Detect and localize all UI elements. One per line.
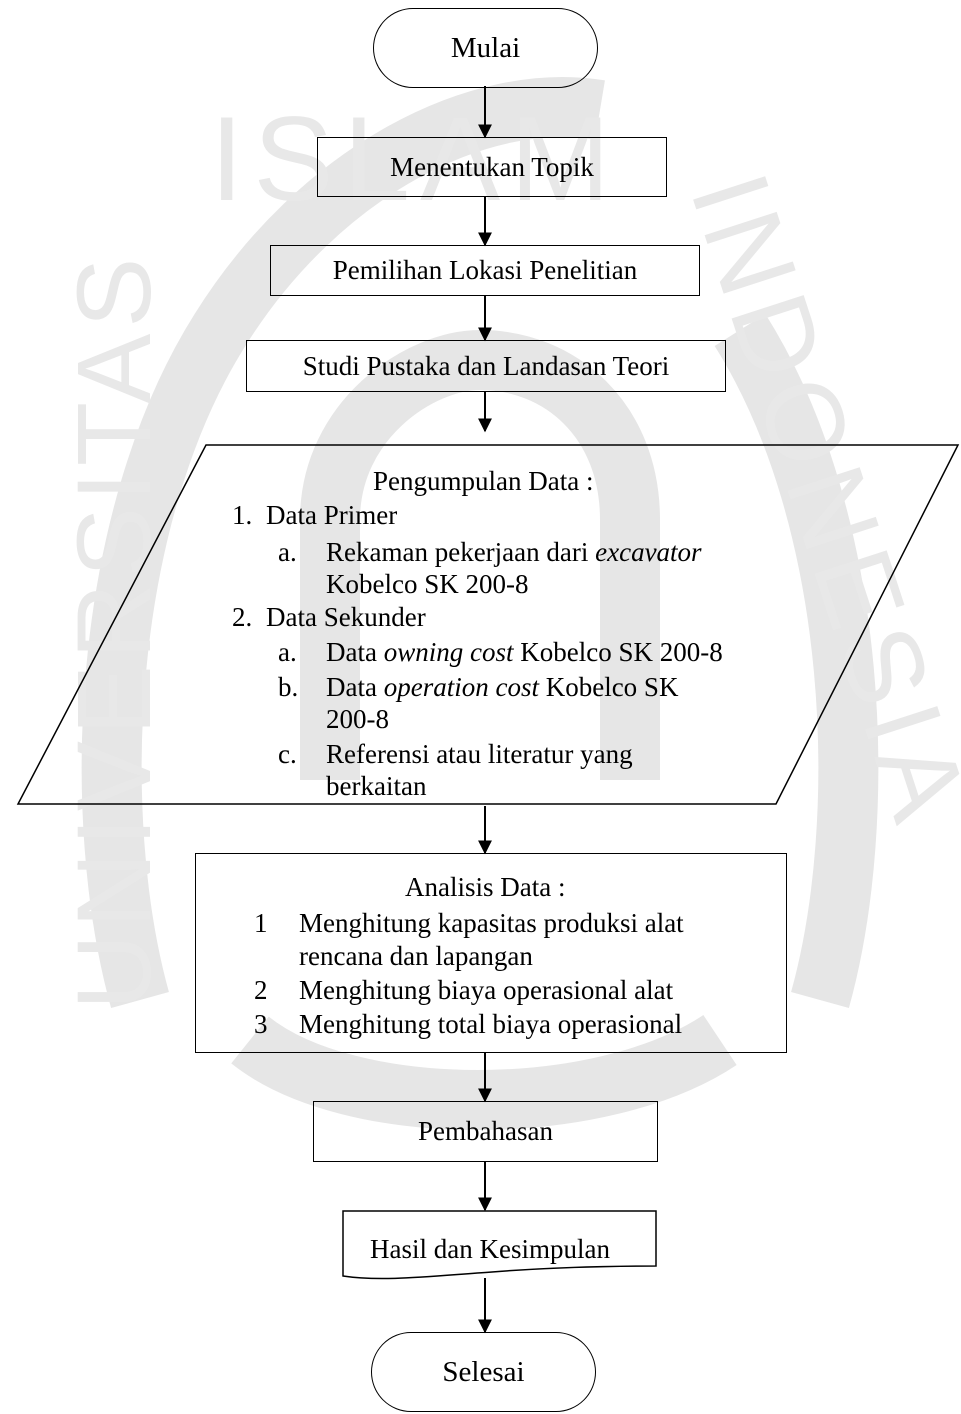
item-text: Data bbox=[326, 637, 384, 667]
primary-item-letter: a. bbox=[278, 537, 297, 567]
end-label: Selesai bbox=[442, 1355, 525, 1388]
process-determine-topic: Menentukan Topik bbox=[317, 137, 667, 197]
item-emphasis: owning cost bbox=[383, 637, 514, 667]
data-collection-title: Pengumpulan Data : bbox=[373, 466, 594, 496]
analysis-item-2-number: 2 bbox=[254, 975, 268, 1005]
analysis-item-1-number: 1 bbox=[254, 908, 268, 938]
primary-item-line1: Rekaman pekerjaan dari excavator bbox=[326, 539, 702, 566]
document-shape bbox=[342, 1210, 657, 1280]
secondary-item-b: Data operation cost Kobelco SK bbox=[326, 674, 678, 701]
result-label: Hasil dan Kesimpulan bbox=[370, 1234, 610, 1264]
analysis-item-2-line1: Menghitung biaya operasional alat bbox=[299, 975, 674, 1005]
io-data-collection: Pengumpulan Data : 1. Data Primer a. Rek… bbox=[0, 444, 961, 806]
primary-label: Data Primer bbox=[266, 500, 398, 530]
item-text: Kobelco SK bbox=[538, 672, 679, 702]
item-emphasis: operation cost bbox=[383, 672, 539, 702]
end-terminal: Selesai bbox=[371, 1332, 596, 1412]
secondary-item-c-line2: berkaitan bbox=[326, 771, 427, 801]
secondary-item-c-letter: c. bbox=[278, 739, 297, 769]
secondary-item-c-line1: Referensi atau literatur yang bbox=[326, 739, 633, 769]
process-label: Pembahasan bbox=[418, 1116, 553, 1146]
secondary-item-b-letter: b. bbox=[278, 672, 299, 702]
document-result: Hasil dan Kesimpulan bbox=[342, 1210, 657, 1280]
analysis-item-1-line2: rencana dan lapangan bbox=[299, 941, 533, 971]
analysis-item-3-number: 3 bbox=[254, 1009, 268, 1039]
primary-item-emphasis: excavator bbox=[595, 537, 702, 567]
primary-item-text: Rekaman pekerjaan dari bbox=[326, 537, 596, 567]
process-label: Menentukan Topik bbox=[390, 151, 594, 182]
start-terminal: Mulai bbox=[373, 8, 598, 88]
item-text: Kobelco SK 200-8 bbox=[513, 637, 723, 667]
secondary-item-b-line2: 200-8 bbox=[326, 704, 389, 734]
secondary-item-a: Data owning cost Kobelco SK 200-8 bbox=[326, 639, 723, 666]
secondary-number: 2. bbox=[232, 602, 253, 632]
process-label: Studi Pustaka dan Landasan Teori bbox=[302, 350, 670, 381]
secondary-item-a-letter: a. bbox=[278, 637, 297, 667]
start-label: Mulai bbox=[450, 31, 521, 64]
process-select-location: Pemilihan Lokasi Penelitian bbox=[270, 245, 700, 296]
process-discussion: Pembahasan bbox=[313, 1101, 658, 1162]
item-text: Data bbox=[326, 672, 384, 702]
analysis-title: Analisis Data : bbox=[405, 872, 566, 902]
primary-number: 1. bbox=[232, 500, 253, 530]
analysis-item-1-line1: Menghitung kapasitas produksi alat bbox=[299, 908, 684, 938]
process-label: Pemilihan Lokasi Penelitian bbox=[332, 255, 638, 285]
process-data-analysis: Analisis Data : 1 Menghitung kapasitas p… bbox=[195, 853, 787, 1053]
parallelogram-shape bbox=[16, 444, 960, 805]
primary-item-line2: Kobelco SK 200-8 bbox=[326, 569, 529, 599]
secondary-label: Data Sekunder bbox=[266, 602, 426, 632]
process-literature-review: Studi Pustaka dan Landasan Teori bbox=[246, 340, 726, 392]
analysis-item-3-line1: Menghitung total biaya operasional bbox=[299, 1009, 683, 1039]
